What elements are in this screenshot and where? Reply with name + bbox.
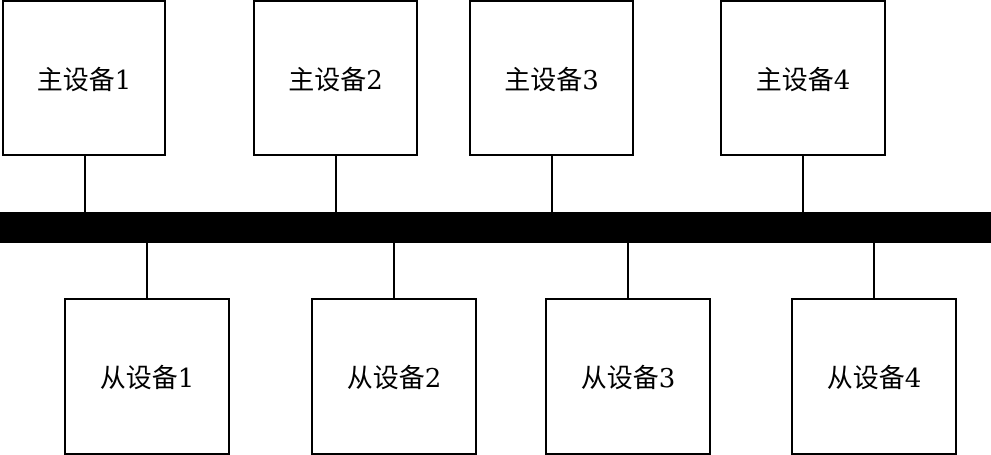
master-device-3: 主设备3 xyxy=(469,0,634,156)
slave-1-connector xyxy=(146,243,148,298)
slave-device-4-label: 从设备4 xyxy=(826,364,922,394)
master-2-connector xyxy=(335,156,337,212)
slave-2-connector xyxy=(393,243,395,298)
master-1-connector xyxy=(84,156,86,212)
master-device-2-label: 主设备2 xyxy=(288,65,383,96)
slave-device-3-label: 从设备3 xyxy=(580,364,676,394)
slave-device-2: 从设备2 xyxy=(311,298,477,455)
master-device-4-label: 主设备4 xyxy=(755,65,851,96)
slave-4-connector xyxy=(873,243,875,298)
master-device-2: 主设备2 xyxy=(253,0,418,156)
slave-device-1-label: 从设备1 xyxy=(99,364,195,394)
shared-bus xyxy=(0,212,991,243)
master-device-1-label: 主设备1 xyxy=(36,65,132,96)
slave-device-2-label: 从设备2 xyxy=(346,364,442,394)
slave-device-3: 从设备3 xyxy=(545,298,711,455)
slave-device-1: 从设备1 xyxy=(64,298,230,455)
master-3-connector xyxy=(551,156,553,212)
slave-device-4: 从设备4 xyxy=(791,298,957,455)
master-device-4: 主设备4 xyxy=(720,0,886,156)
slave-3-connector xyxy=(627,243,629,298)
master-device-1: 主设备1 xyxy=(2,0,166,156)
master-4-connector xyxy=(802,156,804,212)
master-device-3-label: 主设备3 xyxy=(504,65,599,96)
